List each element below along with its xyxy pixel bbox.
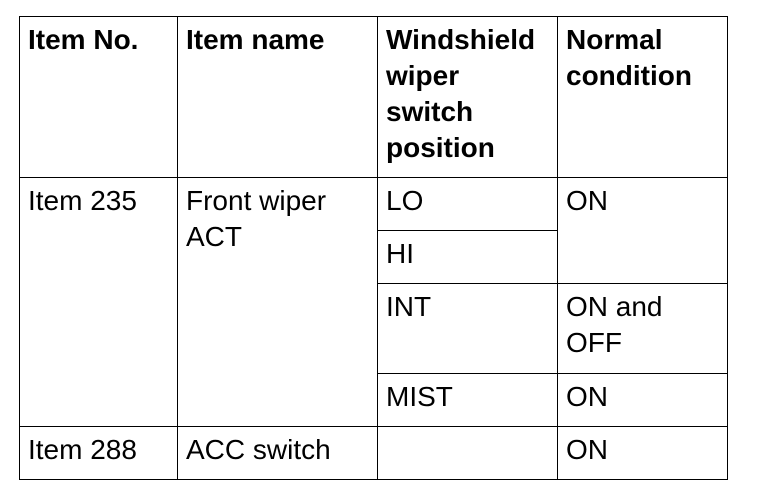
cell-position-hi: HI (377, 230, 558, 284)
table-row: Item 288 ACC switch ON (19, 426, 728, 480)
item-288-condition: ON (566, 434, 608, 465)
item-288-name: ACC switch (186, 434, 331, 465)
header-normal-condition: Normal condition (557, 16, 728, 178)
item-235-no: Item 235 (28, 185, 137, 216)
item-235-name-line-1: Front wiper (186, 185, 327, 216)
header-normal-condition-line-2: condition (566, 60, 692, 91)
header-switch-position-line-4: position (386, 132, 495, 163)
cell-item-288-position (377, 426, 558, 480)
header-switch-position-line-1: Windshield (386, 24, 536, 55)
header-item-no: Item No. (19, 16, 178, 178)
cell-position-int: INT (377, 283, 558, 374)
item-235-name-line-2: ACT (186, 221, 242, 252)
header-item-name-label: Item name (186, 24, 325, 55)
condition-mist: ON (566, 381, 608, 412)
header-switch-position-line-3: switch (386, 96, 474, 127)
header-row: Item No. Item name Windshield wiper swit… (19, 16, 728, 178)
cell-condition-int: ON and OFF (557, 283, 728, 374)
cell-item-235-no: Item 235 (19, 177, 178, 427)
header-normal-condition-line-1: Normal (566, 24, 663, 55)
cell-position-lo: LO (377, 177, 558, 231)
cell-condition-lo-hi: ON (557, 177, 728, 284)
condition-lo-hi: ON (566, 185, 608, 216)
header-item-name: Item name (177, 16, 378, 178)
cell-item-288-no: Item 288 (19, 426, 178, 480)
cell-item-288-condition: ON (557, 426, 728, 480)
table-row: Item 235 Front wiper ACT LO ON (19, 177, 728, 427)
header-switch-position-line-2: wiper (386, 60, 460, 91)
header-item-no-label: Item No. (28, 24, 139, 55)
condition-int-line-1: ON and (566, 291, 663, 322)
item-288-no: Item 288 (28, 434, 137, 465)
position-mist: MIST (386, 381, 453, 412)
header-switch-position: Windshield wiper switch position (377, 16, 558, 178)
position-hi: HI (386, 238, 414, 269)
position-int: INT (386, 291, 432, 322)
cell-item-288-name: ACC switch (177, 426, 378, 480)
cell-condition-mist: ON (557, 373, 728, 427)
position-lo: LO (386, 185, 424, 216)
table-row: MIST ON (20, 373, 728, 427)
diagnostic-item-table: Item No. Item name Windshield wiper swit… (19, 16, 728, 480)
condition-int-line-2: OFF (566, 327, 622, 358)
cell-position-mist: MIST (377, 373, 558, 427)
cell-item-235-name: Front wiper ACT (177, 177, 378, 427)
table-row: INT ON and OFF (20, 283, 728, 374)
table-row: HI (20, 230, 728, 284)
